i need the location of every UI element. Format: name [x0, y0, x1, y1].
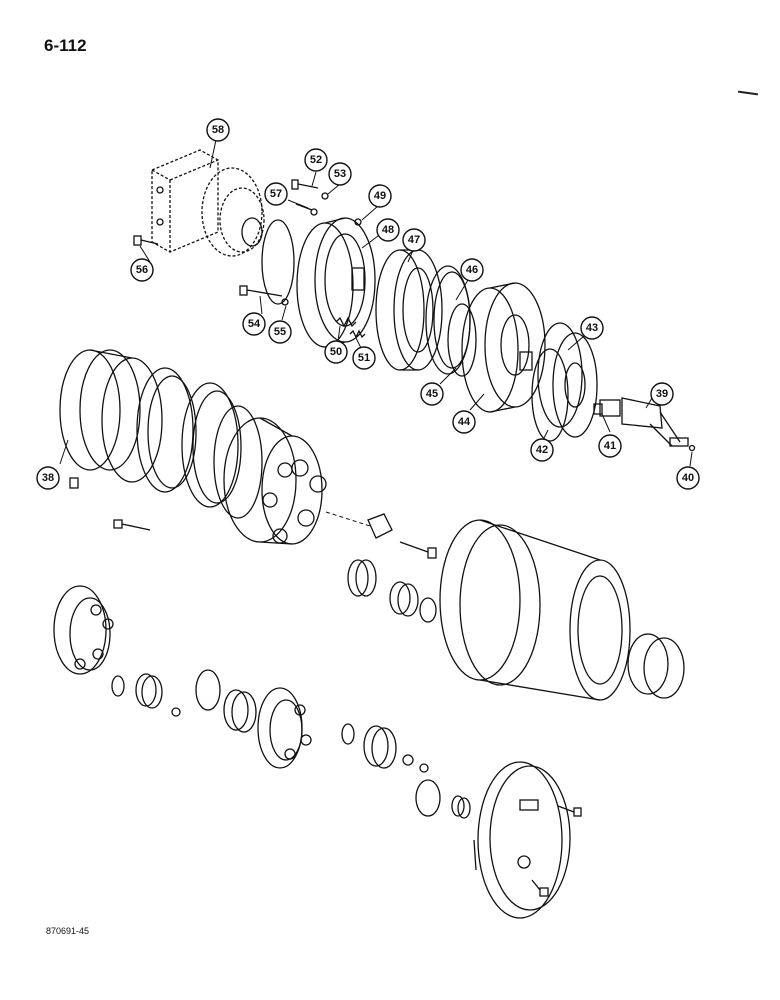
bearing-1 — [341, 723, 355, 745]
o-ring-49 — [354, 218, 362, 226]
planet-carrier-middle — [257, 687, 312, 769]
long-bolt — [113, 519, 151, 531]
callout-label: 53 — [334, 168, 346, 180]
callout-39: 39 — [650, 382, 674, 406]
washer-small-3 — [419, 763, 429, 773]
callout-label: 46 — [466, 264, 478, 276]
callout-44: 44 — [452, 410, 476, 434]
hydraulic-motor — [151, 149, 265, 257]
callout-label: 52 — [310, 154, 322, 166]
o-ring-motor — [261, 219, 295, 305]
plug-small — [69, 477, 79, 489]
output-gear — [627, 633, 685, 699]
figure-code: 870691-45 — [46, 926, 90, 936]
ball-40 — [688, 444, 696, 452]
callout-label: 57 — [270, 188, 282, 200]
bolt-56 — [133, 235, 159, 246]
callout-label: 58 — [212, 124, 224, 136]
callout-46: 46 — [460, 258, 484, 282]
callout-label: 56 — [136, 264, 148, 276]
callout-label: 41 — [604, 440, 616, 452]
callout-51: 51 — [352, 346, 376, 370]
piston-47 — [375, 249, 443, 371]
callout-56: 56 — [130, 258, 154, 282]
callout-label: 55 — [274, 326, 286, 338]
wheel-hub — [439, 519, 631, 701]
sun-gear-b — [389, 581, 419, 617]
callout-58: 58 — [206, 118, 230, 142]
spacer-41 — [593, 403, 603, 415]
bolt-54 — [239, 285, 283, 297]
callout-label: 51 — [358, 352, 370, 364]
seal-45 — [447, 303, 477, 377]
callout-52: 52 — [304, 148, 328, 172]
bolt-57 — [295, 203, 318, 216]
callout-label: 43 — [586, 322, 598, 334]
input-shaft-39 — [599, 397, 689, 447]
ring-gear-1 — [136, 367, 197, 493]
washer-small-2 — [402, 754, 414, 766]
washer-55 — [281, 298, 289, 306]
callout-57: 57 — [264, 182, 288, 206]
brake-hub-44 — [461, 282, 546, 413]
callout-40: 40 — [676, 466, 700, 490]
callout-label: 38 — [42, 472, 54, 484]
callout-label: 45 — [426, 388, 438, 400]
spring-50 — [335, 316, 357, 328]
seal-ring-38 — [59, 349, 163, 483]
callout-43: 43 — [580, 316, 604, 340]
callout-50: 50 — [324, 340, 348, 364]
callout-45: 45 — [420, 382, 444, 406]
bolt-end-cover-1 — [557, 805, 582, 817]
callout-label: 44 — [458, 416, 471, 428]
planet-gear-1 — [135, 673, 163, 709]
bolt-thrust — [399, 541, 437, 559]
callout-53: 53 — [328, 162, 352, 186]
page-number: 6-112 — [44, 36, 87, 55]
callout-label: 54 — [248, 318, 261, 330]
brake-housing-48 — [296, 217, 376, 348]
callout-49: 49 — [368, 184, 392, 208]
ring-gear-2 — [181, 382, 242, 508]
brake-disc-42 — [531, 348, 569, 442]
callout-47: 47 — [402, 228, 426, 252]
callout-55: 55 — [268, 320, 292, 344]
o-ring-large — [213, 405, 263, 519]
callout-label: 39 — [656, 388, 668, 400]
snap-ring-b — [195, 669, 221, 711]
seal-46 — [425, 265, 471, 375]
callout-48: 48 — [376, 218, 400, 242]
bolt-52 — [291, 179, 319, 190]
bolt-end-cover-2 — [531, 879, 549, 897]
brake-plates-43 — [537, 322, 598, 438]
callout-label: 47 — [408, 234, 420, 246]
planet-carrier-lower — [53, 585, 114, 675]
callout-54: 54 — [242, 312, 266, 336]
callout-38: 38 — [36, 466, 60, 490]
planet-gear-2 — [223, 689, 257, 733]
snap-ring-c — [415, 779, 441, 817]
callout-label: 50 — [330, 346, 342, 358]
washer-53 — [321, 192, 329, 200]
bearing-2 — [451, 795, 471, 819]
callout-label: 48 — [382, 224, 394, 236]
planet-gear-small — [111, 675, 125, 697]
callout-label: 49 — [374, 190, 386, 202]
callout-label: 42 — [536, 444, 548, 456]
washer-small-1 — [171, 707, 181, 717]
callout-label: 40 — [682, 472, 694, 484]
snap-ring-a — [419, 597, 437, 623]
spring-51 — [349, 329, 366, 339]
thrust-block — [367, 513, 393, 539]
callout-41: 41 — [598, 434, 622, 458]
planet-carrier-assembly — [223, 417, 327, 545]
callout-42: 42 — [530, 438, 554, 462]
end-cover — [473, 761, 571, 919]
planet-gear-3 — [363, 725, 397, 769]
sun-gear-a — [347, 559, 377, 597]
